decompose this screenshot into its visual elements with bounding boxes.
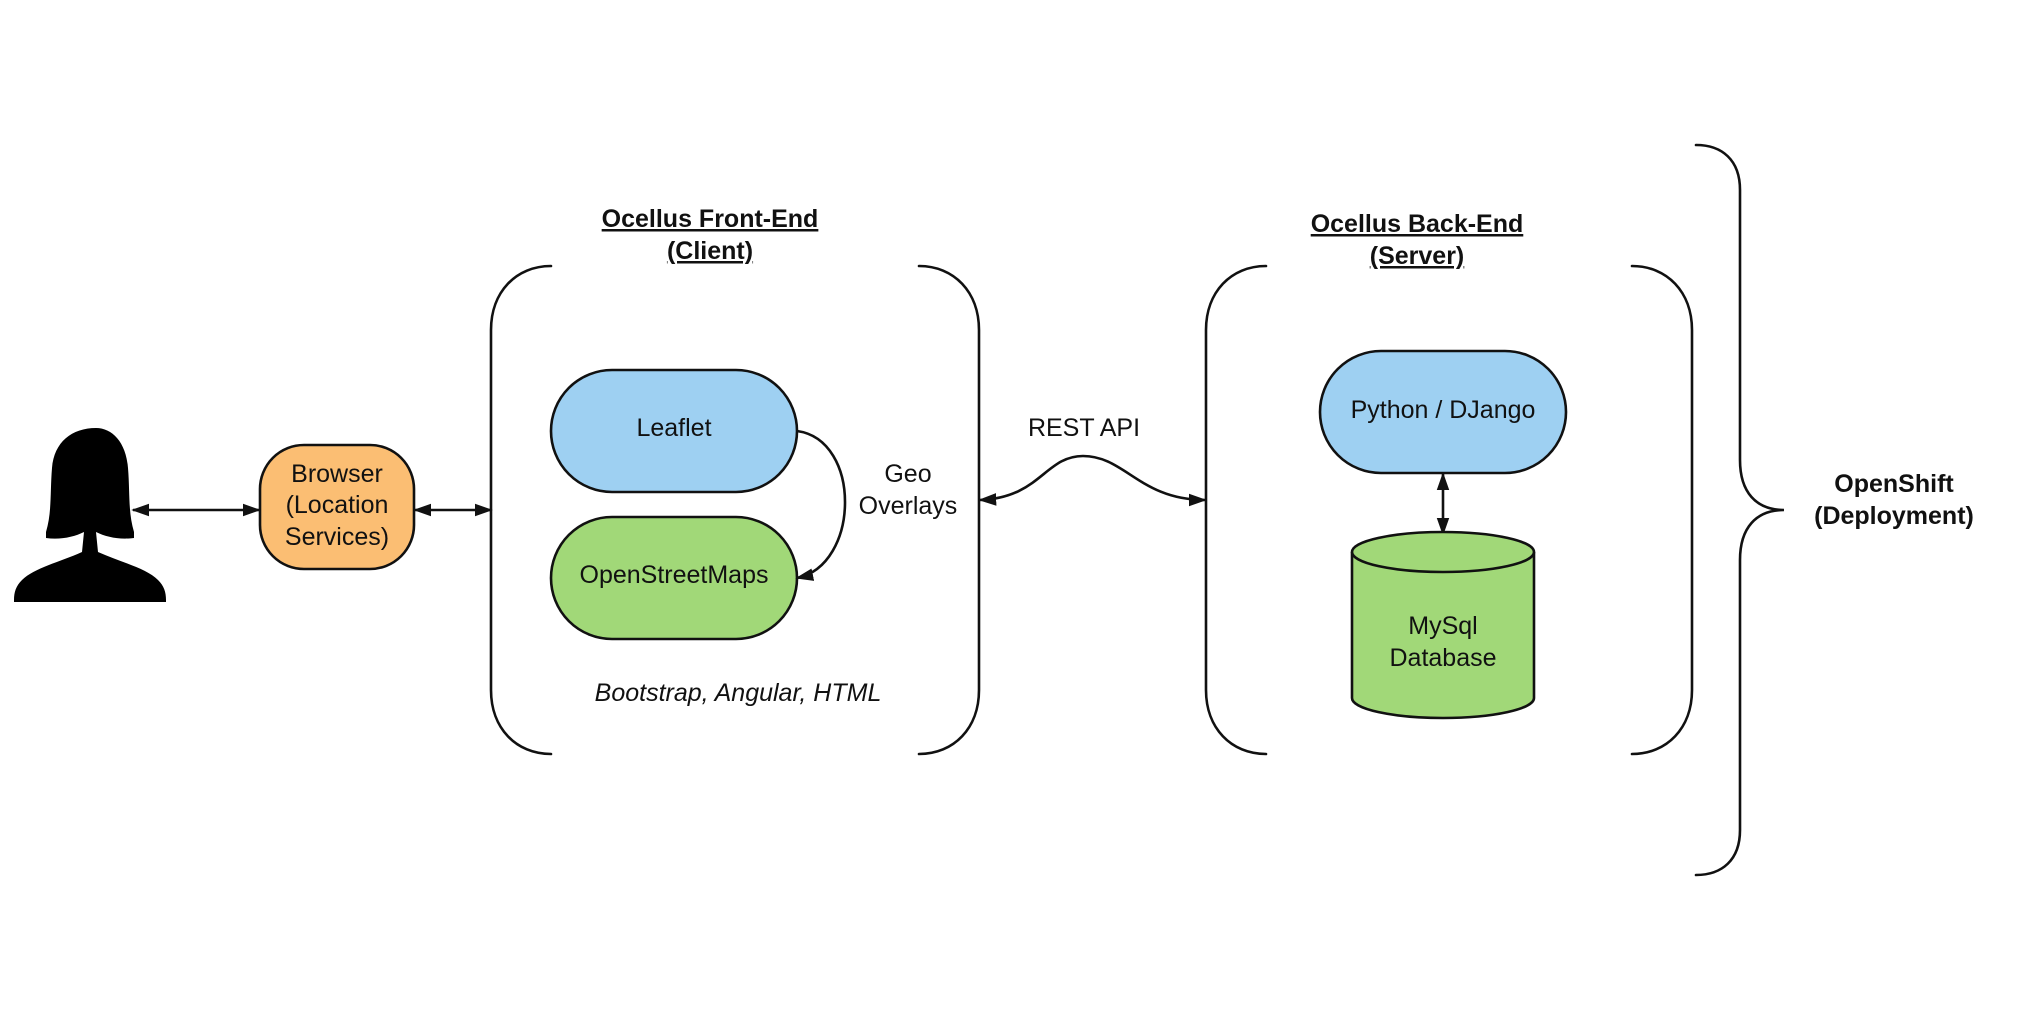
- frontend-group: Ocellus Front-End (Client) Leaflet OpenS…: [489, 205, 981, 756]
- frontend-title-line-2: (Client): [667, 237, 753, 265]
- backend-group: Ocellus Back-End (Server) Python / DJang…: [1204, 210, 1694, 756]
- frontend-title-line-1: Ocellus Front-End: [602, 205, 819, 233]
- leaflet-osm-edge: [795, 429, 847, 581]
- mysql-database-node: MySql Database: [1350, 530, 1536, 720]
- deployment-label-line-1: OpenShift: [1834, 470, 1954, 498]
- mysql-label-line-1: MySql: [1408, 612, 1477, 640]
- frontend-left-bracket: [489, 264, 553, 756]
- geo-overlays-label-line-1: Geo: [884, 460, 931, 488]
- mysql-cylinder-body: [1350, 552, 1536, 720]
- rest-api-edge: [978, 454, 1207, 507]
- deployment-curly-brace: [1694, 143, 1785, 877]
- backend-left-bracket: [1204, 264, 1268, 756]
- frontend-footnote: Bootstrap, Angular, HTML: [595, 679, 882, 707]
- geo-overlays-label-line-2: Overlays: [859, 492, 958, 520]
- python-django-label: Python / DJango: [1351, 396, 1536, 424]
- backend-title-line-2: (Server): [1370, 242, 1465, 270]
- browser-label-line-3: Services): [285, 523, 389, 551]
- mysql-label-line-2: Database: [1389, 644, 1496, 672]
- deployment-label-line-2: (Deployment): [1814, 502, 1974, 530]
- browser-label-line-2: (Location: [286, 491, 389, 519]
- backend-right-bracket: [1630, 264, 1694, 756]
- osm-label: OpenStreetMaps: [580, 561, 769, 589]
- rest-api-label: REST API: [1028, 414, 1140, 442]
- browser-node: Browser (Location Services): [258, 443, 416, 571]
- user-silhouette-icon: [14, 428, 166, 602]
- deployment-group: OpenShift (Deployment): [1694, 143, 1974, 877]
- leaflet-label: Leaflet: [636, 414, 711, 442]
- frontend-right-bracket: [917, 264, 981, 756]
- mysql-cylinder-top: [1350, 530, 1536, 574]
- browser-label-line-1: Browser: [291, 460, 383, 488]
- backend-title-line-1: Ocellus Back-End: [1311, 210, 1524, 238]
